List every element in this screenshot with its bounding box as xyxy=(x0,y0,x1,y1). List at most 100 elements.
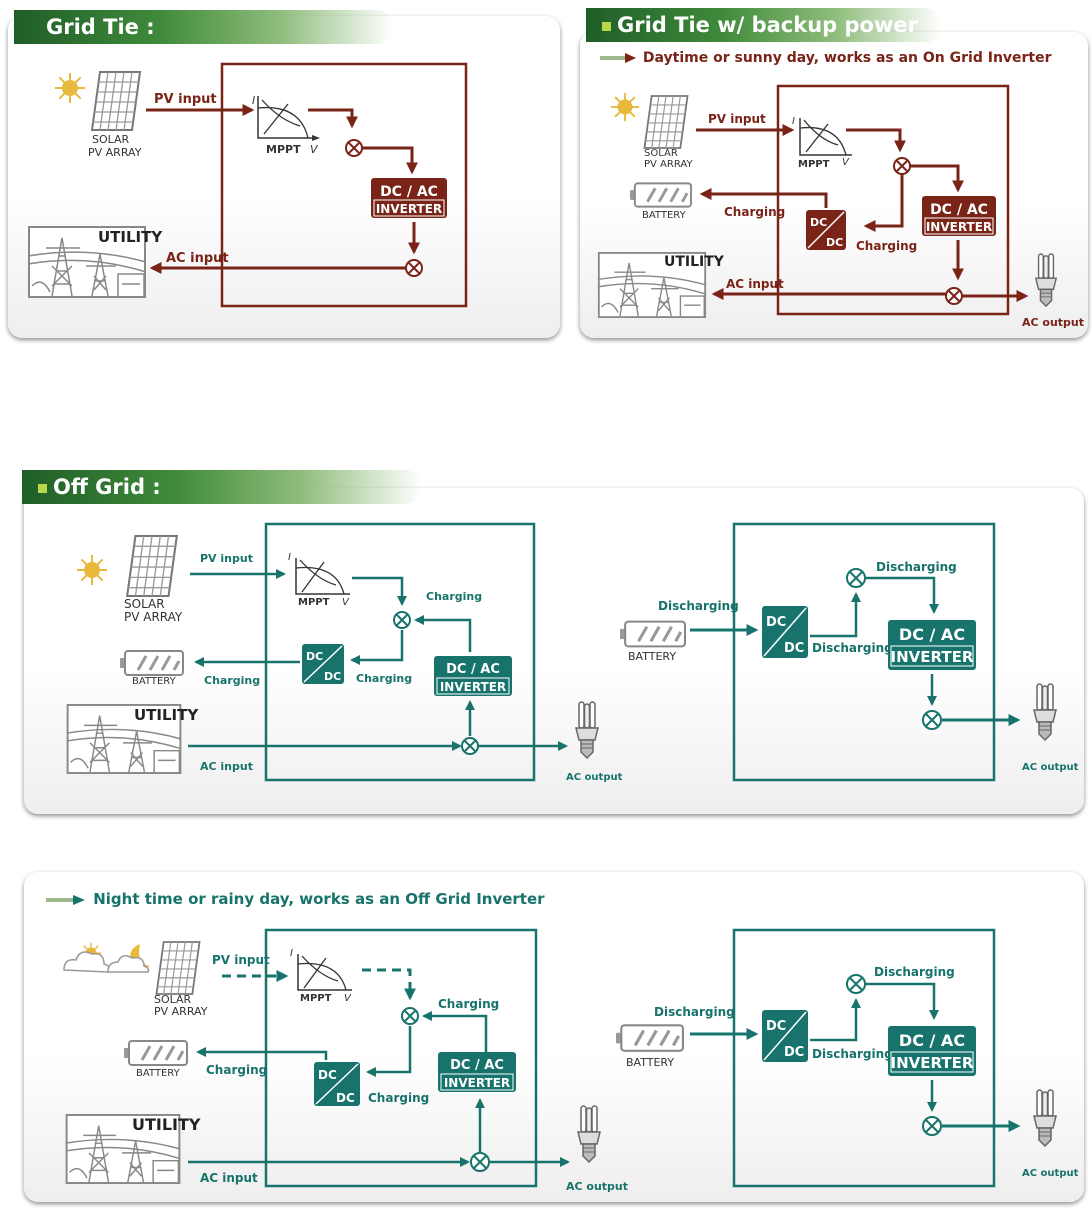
moon-cloud-icon xyxy=(63,942,150,973)
pv-input-label: PV input xyxy=(708,112,766,126)
mixer-to-inverter-arrow xyxy=(866,982,939,1020)
dc-label: DC xyxy=(784,1045,804,1060)
inverter-label: INVERTER xyxy=(926,220,992,234)
mixer-icon xyxy=(461,737,479,755)
pv-input-label: PV input xyxy=(154,92,217,107)
utility-label: UTILITY xyxy=(132,1115,201,1134)
battery-icon xyxy=(614,1023,685,1053)
mixer-icon xyxy=(846,568,866,588)
dc-ac-label: DC / AC xyxy=(380,184,438,200)
solar-label: SOLAR xyxy=(92,133,130,146)
discharging-label: Discharging xyxy=(654,1005,735,1019)
mixer-icon xyxy=(893,157,911,175)
dc-ac-inverter: DC / AC INVERTER xyxy=(438,1052,516,1092)
inverter-label: INVERTER xyxy=(440,680,506,694)
dc-label: DC xyxy=(336,1091,355,1105)
dc-ac-inverter: DC / AC INVERTER xyxy=(434,656,512,696)
pv-input-label: PV input xyxy=(200,552,253,565)
bulb-icon xyxy=(575,701,599,759)
mppt-graph-icon xyxy=(297,954,352,991)
grid-tie-diagram: SOLAR PV ARRAY PV input I V MPPT DC / AC… xyxy=(27,62,468,308)
charging-label: Charging xyxy=(206,1063,267,1077)
dc-label: DC xyxy=(766,615,786,630)
inverter-charging-arrow xyxy=(422,1011,488,1052)
discharging-label: Discharging xyxy=(812,1047,893,1061)
dc-ac-inverter: DC / AC INVERTER xyxy=(371,178,447,218)
battery-label: BATTERY xyxy=(136,1068,181,1079)
charging-label: Charging xyxy=(438,997,499,1011)
mixer-icon xyxy=(922,1116,942,1136)
to-inverter-arrow xyxy=(910,164,964,193)
inverter-label: INVERTER xyxy=(891,1054,974,1072)
discharging-label: Discharging xyxy=(874,965,955,979)
battery-label: BATTERY xyxy=(628,650,676,663)
mppt-flow-arrow-dashed xyxy=(362,968,416,1001)
dc-dc-converter: DC DC xyxy=(806,210,846,250)
battery-icon xyxy=(628,181,693,209)
bullet-square-icon xyxy=(38,483,47,493)
mppt-label: MPPT xyxy=(298,597,330,608)
inverter-box xyxy=(264,522,536,782)
subtitle-text: Daytime or sunny day, works as an On Gri… xyxy=(642,50,1052,66)
mixer-icon xyxy=(846,974,866,994)
solar-label: SOLAR xyxy=(124,597,165,611)
battery-label: BATTERY xyxy=(642,210,687,221)
dc-dc-converter: DC DC xyxy=(314,1062,360,1106)
dc-label: DC xyxy=(306,650,323,663)
dc-label: DC xyxy=(784,641,804,656)
pv-array-label: PV ARRAY xyxy=(88,146,142,159)
dc-ac-label: DC / AC xyxy=(450,1058,504,1073)
inverter-charging-arrow xyxy=(414,615,472,652)
section-title-text: Grid Tie : xyxy=(46,15,155,39)
mppt-graph-icon xyxy=(295,558,350,595)
ac-output-label: AC output xyxy=(1022,316,1084,329)
battery-icon xyxy=(122,1039,189,1067)
section-title-text: Grid Tie w/ backup power xyxy=(617,13,918,37)
ac-input-label: AC input xyxy=(166,251,229,266)
utility-label: UTILITY xyxy=(98,228,163,246)
inverter-label: INVERTER xyxy=(376,202,442,216)
dc-label: DC xyxy=(324,670,341,683)
section-title-text: Off Grid : xyxy=(53,475,161,499)
battery-label: BATTERY xyxy=(626,1056,674,1069)
inverter-label: INVERTER xyxy=(444,1076,510,1090)
solar-panel-icon xyxy=(155,941,201,995)
mixer-icon xyxy=(405,259,423,277)
bullet-square-icon xyxy=(602,21,611,31)
axis-v-label: V xyxy=(310,143,319,156)
ac-output-label: AC output xyxy=(1022,1168,1079,1179)
inverter-box xyxy=(220,62,468,308)
utility-label: UTILITY xyxy=(664,254,725,270)
dc-dc-converter: DC DC xyxy=(762,606,808,658)
inverter-box xyxy=(732,522,996,782)
arrow-icon xyxy=(600,53,636,63)
charging-label: Charging xyxy=(856,239,917,253)
discharging-label: Discharging xyxy=(876,560,957,574)
dc-ac-label: DC / AC xyxy=(899,625,965,644)
inverter-box xyxy=(732,928,996,1188)
sun-icon xyxy=(610,92,640,122)
inverter-box xyxy=(776,84,1010,316)
dc-dc-converter: DC DC xyxy=(762,1010,808,1062)
solar-panel-icon xyxy=(643,95,689,149)
axis-i-label: I xyxy=(288,552,291,563)
pv-array-label: PV ARRAY xyxy=(644,159,693,170)
axis-i-label: I xyxy=(252,94,255,107)
discharging-label: Discharging xyxy=(658,599,739,613)
ac-output-label: AC output xyxy=(566,772,623,783)
dc-ac-inverter: DC / AC INVERTER xyxy=(922,196,996,236)
charging-label: Charging xyxy=(724,205,785,219)
dc-ac-inverter: DC / AC INVERTER xyxy=(888,1026,976,1076)
dc-ac-label: DC / AC xyxy=(930,202,988,218)
mixer-icon xyxy=(401,1007,419,1025)
dc-label: DC xyxy=(766,1019,786,1034)
dc-ac-label: DC / AC xyxy=(899,1031,965,1050)
discharging-label: Discharging xyxy=(812,641,893,655)
mppt-flow-arrow xyxy=(846,128,906,153)
section-title-off-grid: Off Grid : xyxy=(22,470,422,504)
mppt-graph-icon xyxy=(799,118,852,156)
charging-flow-arrow xyxy=(699,188,828,208)
bulb-icon xyxy=(1035,253,1057,307)
off-grid-night-diagram: SOLAR PV ARRAY PV input I V MPPT Chargin… xyxy=(63,928,1079,1193)
